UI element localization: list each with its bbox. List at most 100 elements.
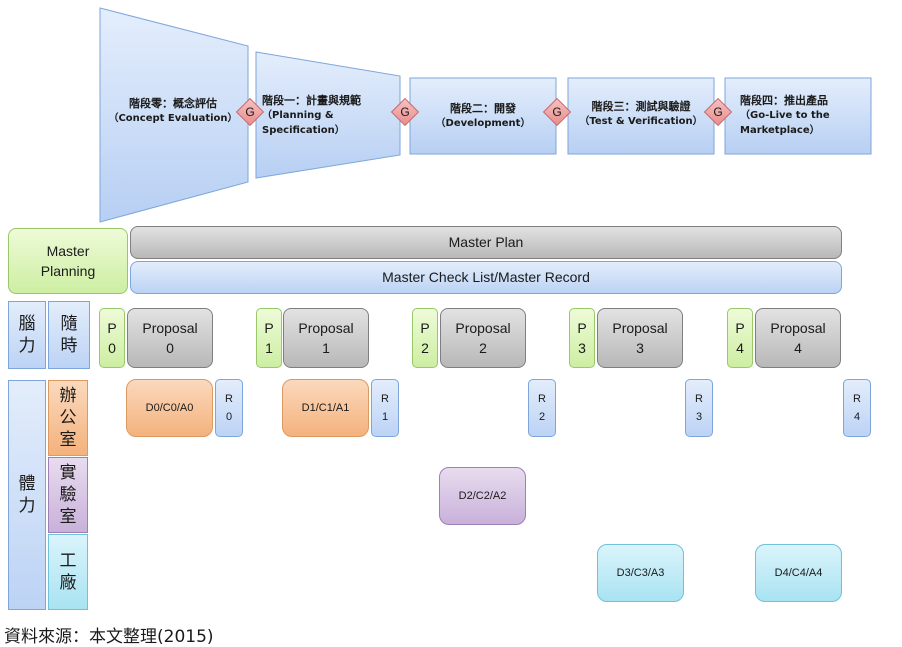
proposal-4-number: 4 bbox=[794, 340, 802, 356]
proposal-0-label: Proposal bbox=[142, 320, 198, 336]
deliverable-box-3: D3/C3/A3 bbox=[597, 544, 684, 602]
proposal-3-number: 3 bbox=[636, 340, 644, 356]
r-box-2-letter: R bbox=[538, 393, 546, 405]
r-box-1-letter: R bbox=[381, 393, 389, 405]
stage-0-label: 階段零：概念評估 （Concept Evaluation） bbox=[100, 96, 246, 126]
stage-2-title: 階段二：開發 bbox=[450, 102, 516, 115]
p-box-2-number: 2 bbox=[421, 340, 429, 356]
p-box-4-number: 4 bbox=[736, 340, 744, 356]
p-box-4-letter: P bbox=[735, 320, 745, 336]
r-box-0-letter: R bbox=[225, 393, 233, 405]
proposal-box-4: Proposal 4 bbox=[755, 308, 841, 368]
deliverable-2-label: D2/C2/A2 bbox=[458, 490, 507, 502]
r-box-2: R 2 bbox=[528, 379, 556, 437]
master-check-list-label: Master Check List/Master Record bbox=[382, 269, 590, 285]
deliverable-0-label: D0/C0/A0 bbox=[145, 402, 194, 414]
deliverable-1-label: D1/C1/A1 bbox=[301, 402, 350, 414]
office-char-2: 公 bbox=[59, 408, 77, 428]
proposal-1-label: Proposal bbox=[298, 320, 354, 336]
source-caption: 資料來源：本文整理(2015) bbox=[4, 627, 214, 647]
gate-2-label: G bbox=[552, 105, 562, 119]
lab-char-1: 實 bbox=[59, 463, 77, 483]
proposal-box-1: Proposal 1 bbox=[283, 308, 369, 368]
r-box-4-number: 4 bbox=[853, 411, 861, 423]
p-box-3: P 3 bbox=[569, 308, 595, 368]
p-box-2: P 2 bbox=[412, 308, 438, 368]
stage-4-subtitle-line2: Marketplace） bbox=[740, 125, 820, 136]
lab-label: 實 驗 室 bbox=[48, 457, 88, 533]
r-box-3-letter: R bbox=[695, 393, 703, 405]
stage-2-label: 階段二：開發 （Development） bbox=[410, 101, 556, 131]
r-box-3: R 3 bbox=[685, 379, 713, 437]
proposal-4-label: Proposal bbox=[770, 320, 826, 336]
stage-4-shape bbox=[724, 77, 872, 155]
physical-char-1: 體 bbox=[18, 474, 36, 494]
master-plan-bar: Master Plan bbox=[130, 226, 842, 259]
office-label: 辦 公 室 bbox=[48, 380, 88, 456]
master-planning-box: Master Planning bbox=[8, 228, 128, 294]
proposal-box-3: Proposal 3 bbox=[597, 308, 683, 368]
p-box-0-letter: P bbox=[107, 320, 117, 336]
p-box-0: P 0 bbox=[99, 308, 125, 368]
stage-1-shape bbox=[255, 51, 401, 179]
gate-0: G bbox=[235, 97, 265, 127]
deliverable-box-2: D2/C2/A2 bbox=[439, 467, 526, 525]
stage-2-shape bbox=[409, 77, 557, 155]
master-check-list-bar: Master Check List/Master Record bbox=[130, 261, 842, 294]
proposal-3-label: Proposal bbox=[612, 320, 668, 336]
lab-char-3: 室 bbox=[59, 507, 77, 527]
factory-char-1: 工 bbox=[59, 551, 77, 571]
stage-4-title: 階段四：推出產品 bbox=[740, 94, 828, 107]
stage-4-label: 階段四：推出產品 （Go-Live to the Marketplace） bbox=[740, 93, 868, 138]
office-char-1: 辦 bbox=[59, 386, 77, 406]
proposal-box-0: Proposal 0 bbox=[127, 308, 213, 368]
stage-0-subtitle: （Concept Evaluation） bbox=[108, 113, 238, 124]
p-box-1-letter: P bbox=[264, 320, 274, 336]
r-box-3-number: 3 bbox=[695, 411, 703, 423]
stage-0-title: 階段零：概念評估 bbox=[129, 97, 217, 110]
anytime-label: 隨 時 bbox=[48, 301, 90, 369]
stage-1-title: 階段一：計畫與規範 bbox=[262, 94, 361, 107]
stage-0-shape bbox=[99, 7, 249, 223]
p-box-0-number: 0 bbox=[108, 340, 116, 356]
gate-0-label: G bbox=[245, 105, 255, 119]
lab-char-2: 驗 bbox=[59, 485, 77, 505]
gate-3-label: G bbox=[713, 105, 723, 119]
stage-3-shape bbox=[567, 77, 715, 155]
stage-1-label: 階段一：計畫與規範 （Planning & Specification） bbox=[262, 93, 382, 138]
stage-4-subtitle-line1: （Go-Live to the bbox=[740, 110, 830, 121]
factory-char-2: 廠 bbox=[59, 573, 77, 593]
master-planning-label: Master Planning bbox=[40, 243, 96, 279]
proposal-2-number: 2 bbox=[479, 340, 487, 356]
physical-char-2: 力 bbox=[18, 496, 36, 516]
anytime-char-1: 隨 bbox=[60, 314, 78, 334]
deliverable-box-0: D0/C0/A0 bbox=[126, 379, 213, 437]
deliverable-4-label: D4/C4/A4 bbox=[774, 567, 823, 579]
stage-3-title: 階段三：測試與驗證 bbox=[591, 100, 691, 113]
r-box-1-number: 1 bbox=[381, 411, 389, 423]
stage-1-subtitle-line1: （Planning & bbox=[262, 110, 334, 121]
stage-3-subtitle: （Test & Verification） bbox=[579, 116, 703, 127]
p-box-3-number: 3 bbox=[578, 340, 586, 356]
p-box-1: P 1 bbox=[256, 308, 282, 368]
proposal-2-label: Proposal bbox=[455, 320, 511, 336]
r-box-1: R 1 bbox=[371, 379, 399, 437]
p-box-3-letter: P bbox=[577, 320, 587, 336]
deliverable-box-1: D1/C1/A1 bbox=[282, 379, 369, 437]
p-box-2-letter: P bbox=[420, 320, 430, 336]
deliverable-box-4: D4/C4/A4 bbox=[755, 544, 842, 602]
brain-power-label: 腦 力 bbox=[8, 301, 46, 369]
p-box-4: P 4 bbox=[727, 308, 753, 368]
brain-char-1: 腦 bbox=[18, 314, 36, 334]
r-box-2-number: 2 bbox=[538, 411, 546, 423]
gate-2: G bbox=[542, 97, 572, 127]
proposal-box-2: Proposal 2 bbox=[440, 308, 526, 368]
proposal-0-number: 0 bbox=[166, 340, 174, 356]
r-box-0-number: 0 bbox=[225, 411, 233, 423]
factory-label: 工 廠 bbox=[48, 534, 88, 610]
stage-funnel bbox=[99, 7, 872, 223]
office-char-3: 室 bbox=[59, 430, 77, 450]
brain-char-2: 力 bbox=[18, 336, 36, 356]
physical-power-label: 體 力 bbox=[8, 380, 46, 610]
deliverable-3-label: D3/C3/A3 bbox=[616, 567, 665, 579]
